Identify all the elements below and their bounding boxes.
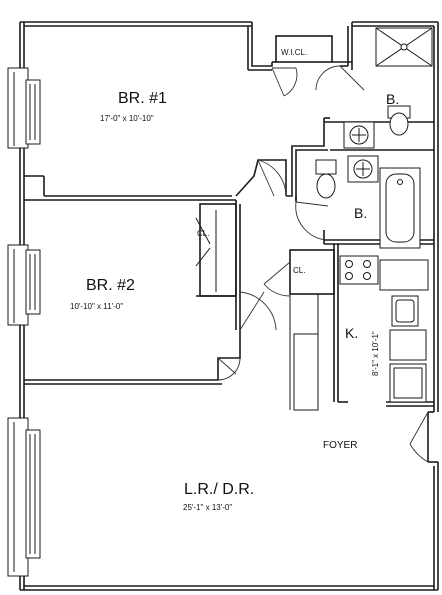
label-bath2: B. [354,205,367,221]
label-closet-br2: CL. [197,229,209,238]
kitchen-fixtures [339,255,429,403]
label-bath1: B. [386,91,399,107]
label-wic: W.I.CL. [281,48,307,57]
label-foyer: FOYER [323,440,357,451]
label-br2: BR. #2 [86,277,135,294]
doors [217,65,429,463]
bath1-sink [343,121,375,149]
bath1-toilet [387,105,411,136]
label-br1: BR. #1 [118,90,167,107]
shower-stall [375,27,433,67]
bath2-toilet [315,159,337,199]
room-labels: BR. #1 17'-0" x 10'-10" BR. #2 10'-10" x… [70,48,399,512]
window-lrdr [7,417,41,577]
window-br1 [7,67,41,149]
size-br2: 10'-10" x 11'-0" [70,302,123,311]
label-kitchen: K. [345,325,358,341]
window-br2 [7,244,41,326]
size-kitchen: 8'-1" x 10'-1" [371,331,380,376]
size-br1: 17'-0" x 10'-10" [100,114,154,123]
bathtub [379,167,421,249]
interior-walls [24,22,434,462]
size-lrdr: 25'-1" x 13'-0" [183,503,232,512]
bath2-sink [347,155,379,183]
label-lrdr: L.R./ D.R. [184,481,254,498]
label-closet-hall: CL. [293,266,305,275]
